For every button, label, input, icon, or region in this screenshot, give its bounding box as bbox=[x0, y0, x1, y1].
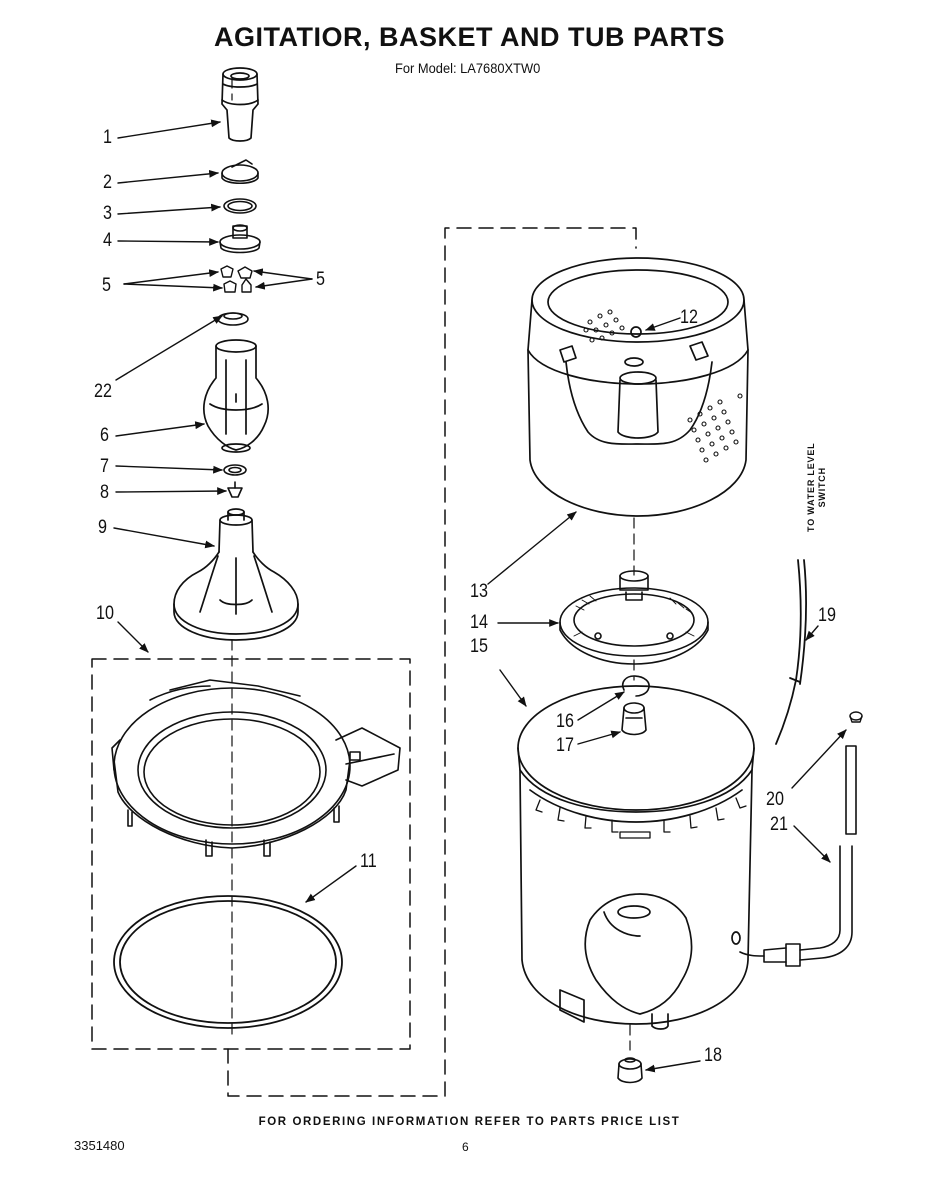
basket-holes bbox=[583, 309, 743, 463]
callout-2: 2 bbox=[103, 172, 112, 193]
page-number: 6 bbox=[462, 1140, 469, 1154]
part-6-agitator-barrel bbox=[203, 339, 269, 453]
callout-18: 18 bbox=[704, 1045, 722, 1066]
part-16-clip bbox=[621, 675, 650, 697]
callout-11: 11 bbox=[360, 851, 377, 872]
callout-5-left: 5 bbox=[102, 275, 111, 296]
part-15-outer-tub bbox=[517, 685, 755, 1030]
dashed-group-box-10 bbox=[91, 658, 411, 1050]
part-1-cap bbox=[221, 67, 259, 142]
callout-19: 19 bbox=[818, 605, 836, 626]
callout-17: 17 bbox=[556, 735, 574, 756]
ordering-instruction: FOR ORDERING INFORMATION REFER TO PARTS … bbox=[258, 1116, 681, 1128]
part-20-dome bbox=[849, 711, 863, 723]
part-17-seal bbox=[621, 702, 647, 736]
callout-13: 13 bbox=[470, 581, 488, 602]
dashed-routing-line bbox=[227, 227, 637, 1097]
document-number: 3351480 bbox=[74, 1138, 125, 1153]
part-5-dogs bbox=[220, 265, 253, 293]
part-7-washer bbox=[223, 464, 247, 476]
part-19-air-hose bbox=[775, 559, 807, 745]
callout-7: 7 bbox=[100, 456, 109, 477]
part-22-spring bbox=[217, 312, 249, 326]
part-2-cam bbox=[221, 159, 259, 185]
callout-12: 12 bbox=[680, 307, 698, 328]
part-4-dog-assembly bbox=[219, 224, 261, 254]
callout-3: 3 bbox=[103, 203, 112, 224]
part-21-hose bbox=[739, 745, 857, 967]
part-8-cap-screw bbox=[227, 481, 243, 498]
water-level-note: TO WATER LEVEL SWITCH bbox=[806, 442, 829, 532]
callout-8: 8 bbox=[100, 482, 109, 503]
part-11-seal-ring bbox=[113, 895, 343, 1029]
callout-5-right: 5 bbox=[316, 269, 325, 290]
callout-14: 14 bbox=[470, 612, 488, 633]
callout-6: 6 bbox=[100, 425, 109, 446]
callout-1: 1 bbox=[103, 127, 112, 148]
callout-20: 20 bbox=[766, 789, 784, 810]
callout-22: 22 bbox=[94, 381, 112, 402]
model-subtitle: For Model: LA7680XTW0 bbox=[395, 60, 541, 76]
part-14-basket-hub bbox=[559, 570, 709, 665]
part-10-tub-ring bbox=[111, 679, 401, 857]
center-axis-right bbox=[629, 517, 635, 1051]
callout-9: 9 bbox=[98, 517, 107, 538]
leader-lines bbox=[113, 119, 847, 1073]
part-18-plug bbox=[617, 1057, 643, 1084]
callout-15: 15 bbox=[470, 636, 488, 657]
part-9-agitator-base bbox=[173, 508, 299, 641]
callout-4: 4 bbox=[103, 230, 112, 251]
water-level-note-line2: SWITCH bbox=[817, 467, 827, 508]
water-level-note-line1: TO WATER LEVEL bbox=[805, 442, 816, 532]
part-3-ring bbox=[223, 198, 257, 214]
callout-21: 21 bbox=[770, 814, 788, 835]
page-title: AGITATIOR, BASKET AND TUB PARTS bbox=[214, 22, 725, 52]
callout-10: 10 bbox=[96, 603, 114, 624]
part-13-basket bbox=[527, 257, 749, 517]
callout-16: 16 bbox=[556, 711, 574, 732]
